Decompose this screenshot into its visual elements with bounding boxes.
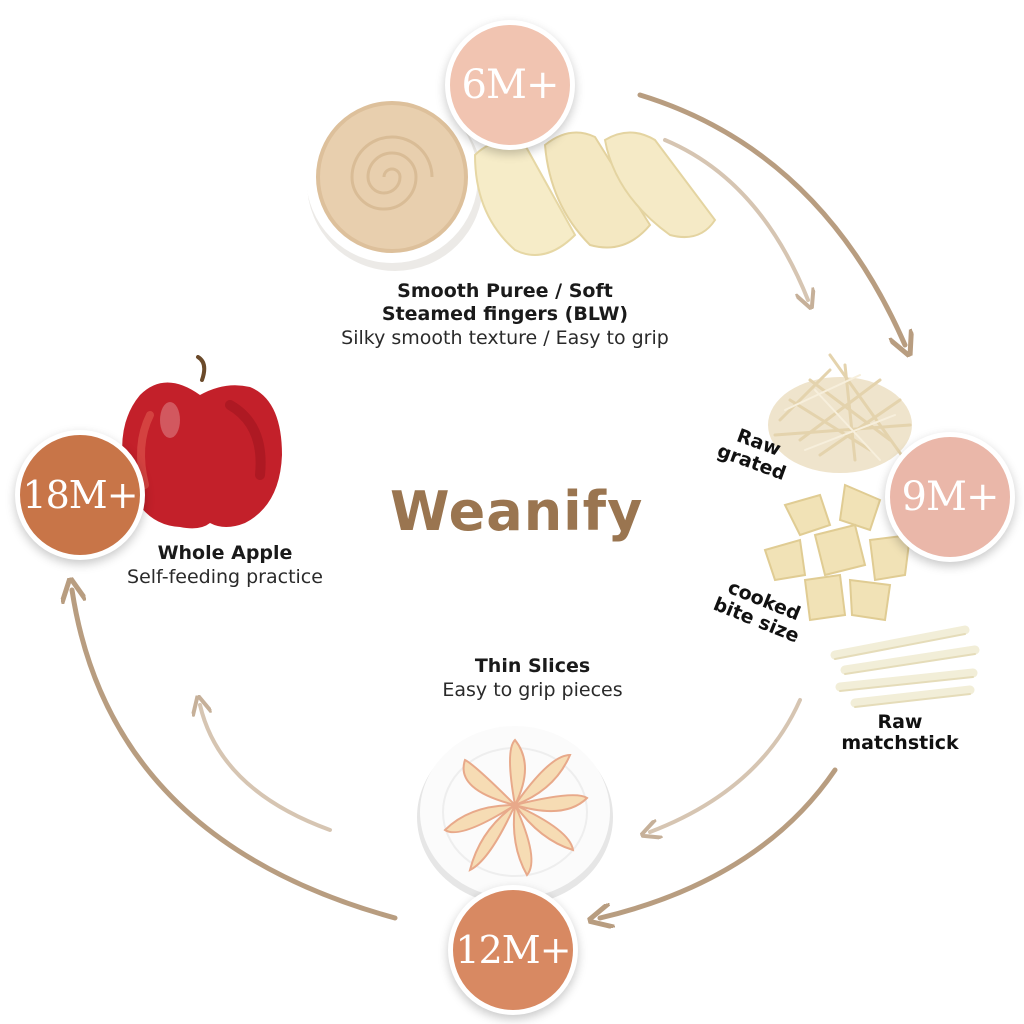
arrow-12m-to-18m-inner xyxy=(200,705,332,832)
badge-6m-label: 6M+ xyxy=(461,62,560,108)
brand-logo-text: Weanify xyxy=(390,480,644,543)
raw-matchstick-label: Raw matchstick xyxy=(825,712,975,754)
arrow-6m-to-9m-inner xyxy=(663,138,808,300)
raw-grated-apple-image xyxy=(768,353,912,473)
badge-9m-label: 9M+ xyxy=(901,474,1000,520)
matchstick-label-line2: matchstick xyxy=(841,732,959,754)
brand-logo: Weanify xyxy=(390,480,643,543)
stage-6m-title-line2: Steamed fingers (BLW) xyxy=(381,303,629,325)
stage-18m-caption: Whole Apple Self-feeding practice xyxy=(95,542,355,589)
whole-apple-image xyxy=(122,355,282,529)
badge-18m-label: 18M+ xyxy=(22,473,138,517)
stage-12m-caption: Thin Slices Easy to grip pieces xyxy=(400,655,665,702)
badge-6m: 6M+ xyxy=(445,20,575,150)
badge-18m: 18M+ xyxy=(15,430,145,560)
arrow-6m-to-9m-outer xyxy=(637,92,905,345)
cooked-bite-size-image xyxy=(763,483,912,622)
puree-bowl-image xyxy=(306,91,483,271)
arrow-9m-to-12m-outer xyxy=(600,767,838,918)
badge-12m: 12M+ xyxy=(448,885,578,1015)
arrow-9m-to-12m-inner xyxy=(650,698,802,832)
arrow-12m-to-18m-outer xyxy=(72,590,398,921)
raw-matchstick-image xyxy=(830,625,980,708)
thin-slices-plate-image xyxy=(417,726,613,905)
steamed-apple-fingers-image xyxy=(473,131,717,256)
stage-18m-subtitle: Self-feeding practice xyxy=(127,566,323,588)
badge-9m: 9M+ xyxy=(885,432,1015,562)
badge-12m-label: 12M+ xyxy=(455,928,571,972)
stage-6m-caption: Smooth Puree / Soft Steamed fingers (BLW… xyxy=(300,280,710,350)
stage-12m-title: Thin Slices xyxy=(474,655,591,677)
stage-6m-subtitle: Silky smooth texture / Easy to grip xyxy=(341,327,669,349)
stage-18m-title: Whole Apple xyxy=(157,542,293,564)
matchstick-label-line1: Raw xyxy=(877,711,923,733)
stage-6m-title-line1: Smooth Puree / Soft xyxy=(397,280,613,302)
stage-12m-subtitle: Easy to grip pieces xyxy=(442,679,623,701)
